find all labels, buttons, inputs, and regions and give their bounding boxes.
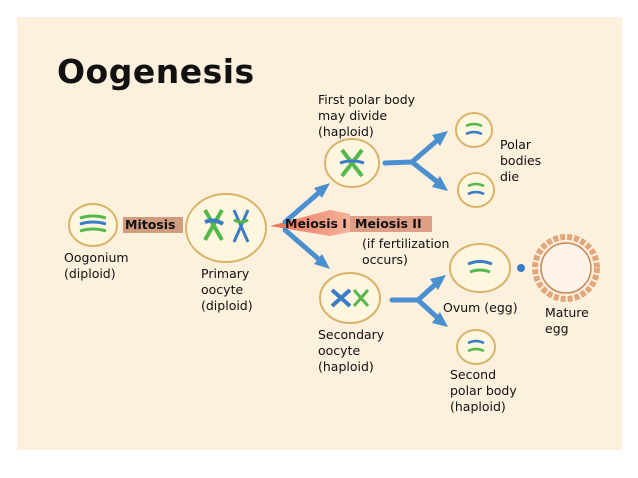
mitosis-label: Mitosis xyxy=(125,217,176,232)
fertilization-dot xyxy=(517,264,525,272)
arrow-head-polar-up xyxy=(432,131,448,146)
oogonium-label: Oogonium(diploid) xyxy=(64,250,129,281)
split-arrow-primary xyxy=(282,187,325,265)
secondary-oocyte-cell xyxy=(319,272,381,324)
polar-body-bottom-cell xyxy=(457,172,495,208)
ovum-cell xyxy=(449,243,511,293)
arrow-head-down xyxy=(314,254,330,269)
mature-egg-cell xyxy=(532,234,600,302)
first-polar-body-cell xyxy=(324,138,380,188)
mitosis-highlight xyxy=(123,217,183,233)
meiosis-2-label: Meiosis II xyxy=(355,216,422,231)
polar-body-top-cell xyxy=(455,112,493,148)
oogonium-cell xyxy=(68,203,118,247)
arrow-head-polar-down xyxy=(432,176,448,191)
primary-oocyte-cell xyxy=(185,193,267,263)
split-arrow-polar xyxy=(382,135,443,187)
meiosis-2-highlight xyxy=(350,216,432,232)
second-polar-body-cell xyxy=(456,329,496,365)
meiosis-1-highlight xyxy=(270,210,350,236)
diagram-title: Oogenesis xyxy=(57,52,255,91)
arrow-head-up xyxy=(314,183,330,198)
meiosis-1-label: Meiosis I xyxy=(285,216,347,231)
arrow-head-second-polar xyxy=(432,312,448,327)
split-arrow-secondary xyxy=(389,279,443,323)
ovum-label: Ovum (egg) xyxy=(443,300,518,315)
arrow-head-ovum xyxy=(430,275,446,290)
